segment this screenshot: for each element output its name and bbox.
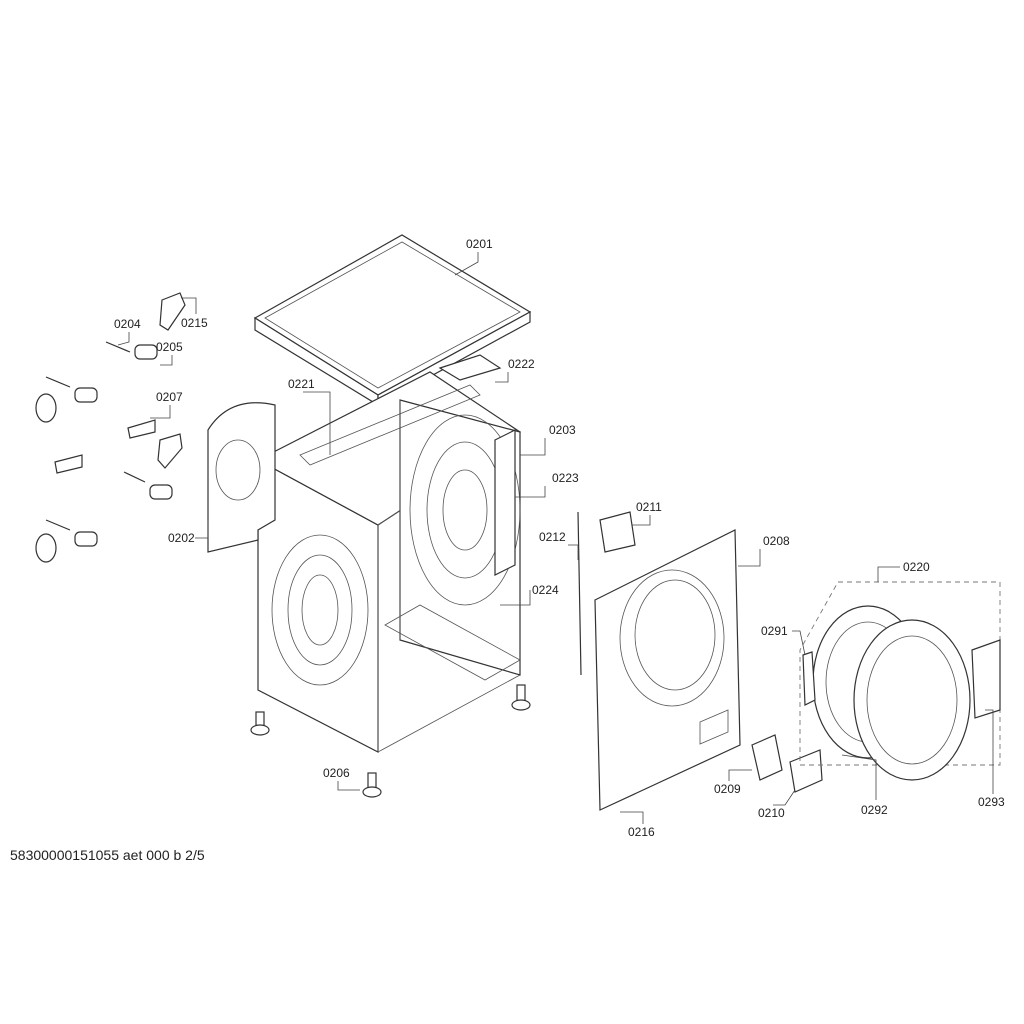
document-reference: 58300000151055 aet 000 b 2/5 (10, 847, 205, 863)
label-0222[interactable]: 0222 (508, 357, 535, 371)
label-0211[interactable]: 0211 (636, 500, 662, 514)
label-0216[interactable]: 0216 (628, 825, 655, 839)
label-0223[interactable]: 0223 (552, 471, 579, 485)
label-0202[interactable]: 0202 (168, 531, 195, 545)
front-panel-0208 (594, 529, 741, 811)
label-0221[interactable]: 0221 (288, 377, 315, 391)
small-parts-left (35, 292, 186, 563)
label-0210[interactable]: 0210 (758, 806, 785, 820)
label-0220[interactable]: 0220 (903, 560, 930, 574)
label-0224[interactable]: 0224 (532, 583, 559, 597)
part-labels: 0201 0215 0204 0205 0207 0202 0221 0222 … (114, 237, 1005, 839)
label-0208[interactable]: 0208 (763, 534, 790, 548)
label-0212[interactable]: 0212 (539, 530, 566, 544)
parts-0211-0212 (577, 511, 636, 676)
label-0203[interactable]: 0203 (549, 423, 576, 437)
door-assembly-0220 (799, 581, 1001, 781)
cabinet (256, 354, 522, 753)
label-0293[interactable]: 0293 (978, 795, 1005, 809)
label-0201[interactable]: 0201 (466, 237, 493, 251)
rear-panel-0202 (207, 402, 276, 553)
feet-0206 (250, 684, 531, 798)
label-0292[interactable]: 0292 (861, 803, 888, 817)
parts-0209-0210 (751, 734, 823, 793)
label-0209[interactable]: 0209 (714, 782, 741, 796)
label-0206[interactable]: 0206 (323, 766, 350, 780)
label-0291[interactable]: 0291 (761, 624, 788, 638)
leader-lines (117, 252, 994, 824)
label-0204[interactable]: 0204 (114, 317, 141, 331)
label-0215[interactable]: 0215 (181, 316, 208, 330)
label-0207[interactable]: 0207 (156, 390, 183, 404)
label-0205[interactable]: 0205 (156, 340, 183, 354)
